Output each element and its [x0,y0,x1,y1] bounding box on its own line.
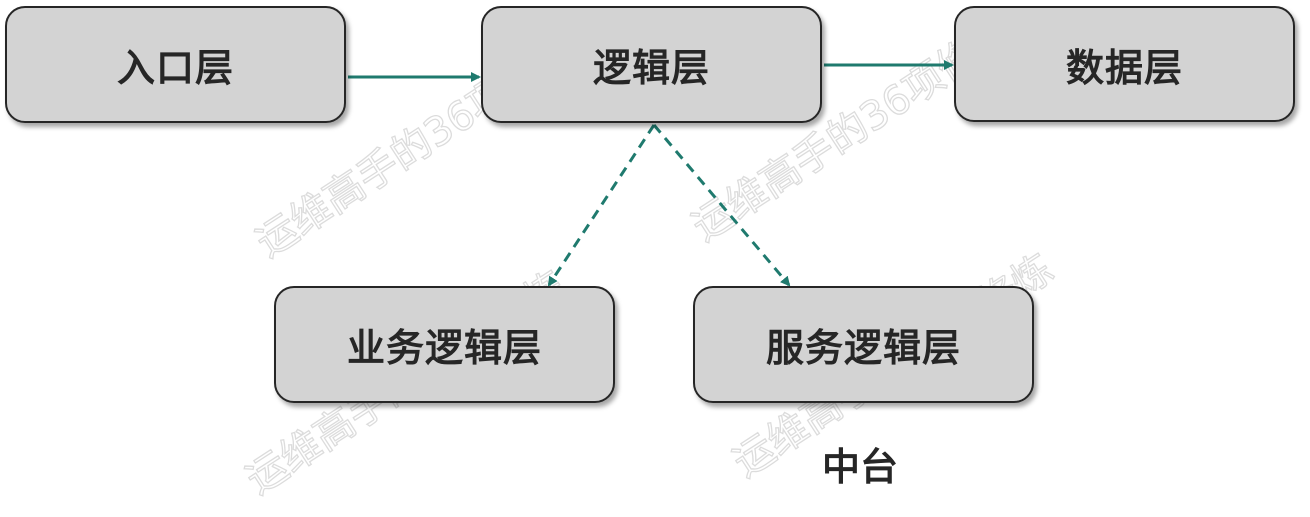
edge-logic-to-business [547,124,656,287]
node-service-logic-layer: 服务逻辑层 [693,286,1034,403]
edge-logic-to-service [652,124,791,287]
middle-platform-annotation: 中台 [821,445,898,489]
node-logic-label: 逻辑层 [592,46,710,90]
node-data-label: 数据层 [1065,45,1183,90]
node-business-logic-label: 业务逻辑层 [346,326,542,370]
node-business-logic-layer: 业务逻辑层 [274,286,615,403]
node-entry-layer: 入口层 [5,6,346,123]
node-data-layer: 数据层 [954,6,1295,122]
node-entry-label: 入口层 [116,46,234,90]
node-logic-layer: 逻辑层 [481,6,822,123]
node-service-logic-label: 服务逻辑层 [765,326,961,370]
